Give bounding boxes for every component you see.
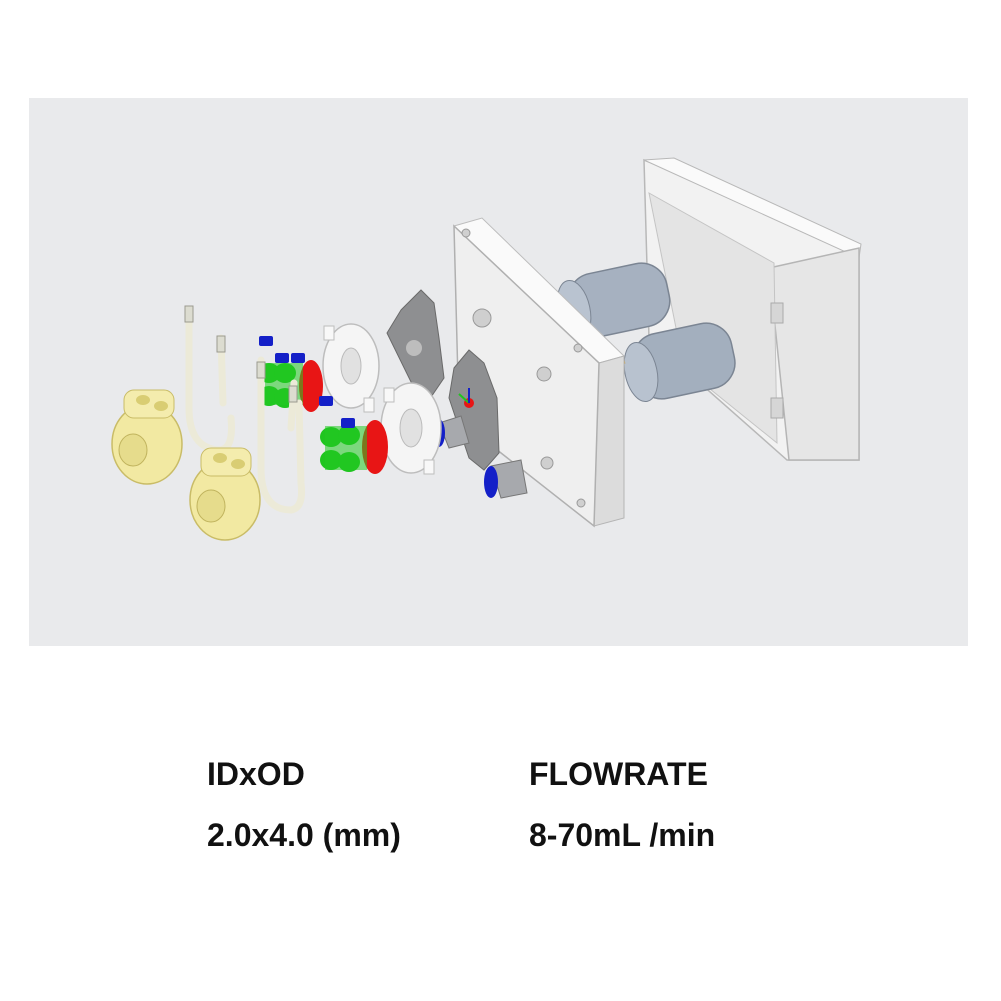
pump-head-right xyxy=(189,447,261,541)
blue-clips xyxy=(259,336,355,428)
roller-assembly-lower xyxy=(320,420,388,474)
gear-plate-upper xyxy=(386,289,445,401)
mounting-plate xyxy=(453,217,625,528)
motor-lower xyxy=(608,322,736,403)
rotor-frame-lower xyxy=(380,382,442,475)
spec-value-idxod: 2.0x4.0 (mm) xyxy=(207,817,401,853)
pump-head-left xyxy=(111,389,183,485)
rotor-frame-upper xyxy=(322,323,380,413)
pump-assembly-illustration xyxy=(111,157,862,541)
spec-value-flowrate: 8-70mL /min xyxy=(529,817,716,853)
enclosure-box xyxy=(643,157,862,461)
spec-column-tubing: IDxOD 2.0x4.0 (mm) xyxy=(207,758,401,851)
coupler-lower xyxy=(484,459,528,499)
spec-label-flowrate: FLOWRATE xyxy=(529,756,708,792)
exploded-pump-render xyxy=(29,98,968,646)
spec-column-flowrate: FLOWRATE 8-70mL /min xyxy=(529,758,715,851)
spec-label-idxod: IDxOD xyxy=(207,756,305,792)
tube-connectors xyxy=(184,305,298,403)
